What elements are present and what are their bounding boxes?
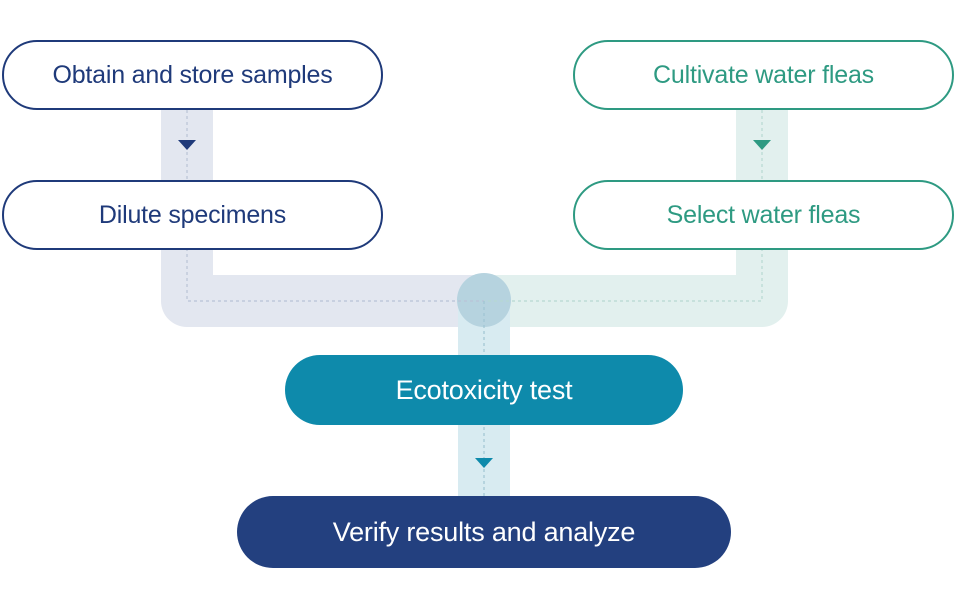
node-label: Cultivate water fleas xyxy=(653,60,874,89)
node-label: Ecotoxicity test xyxy=(395,374,573,405)
node-ecotoxicity-test: Ecotoxicity test xyxy=(285,355,683,425)
node-select-water-fleas: Select water fleas xyxy=(573,180,954,250)
node-label: Select water fleas xyxy=(666,200,861,229)
arrow-down-icon xyxy=(475,458,493,468)
node-obtain-samples: Obtain and store samples xyxy=(2,40,383,110)
node-dilute-specimens: Dilute specimens xyxy=(2,180,383,250)
node-label: Verify results and analyze xyxy=(332,516,636,547)
junction-circle xyxy=(457,273,511,327)
arrow-down-icon xyxy=(753,140,771,150)
arrow-down-icon xyxy=(178,140,196,150)
right-track xyxy=(484,110,788,327)
node-verify-results: Verify results and analyze xyxy=(237,496,731,568)
left-track xyxy=(161,110,484,327)
node-label: Dilute specimens xyxy=(98,200,287,229)
node-cultivate-water-fleas: Cultivate water fleas xyxy=(573,40,954,110)
node-label: Obtain and store samples xyxy=(52,60,333,89)
